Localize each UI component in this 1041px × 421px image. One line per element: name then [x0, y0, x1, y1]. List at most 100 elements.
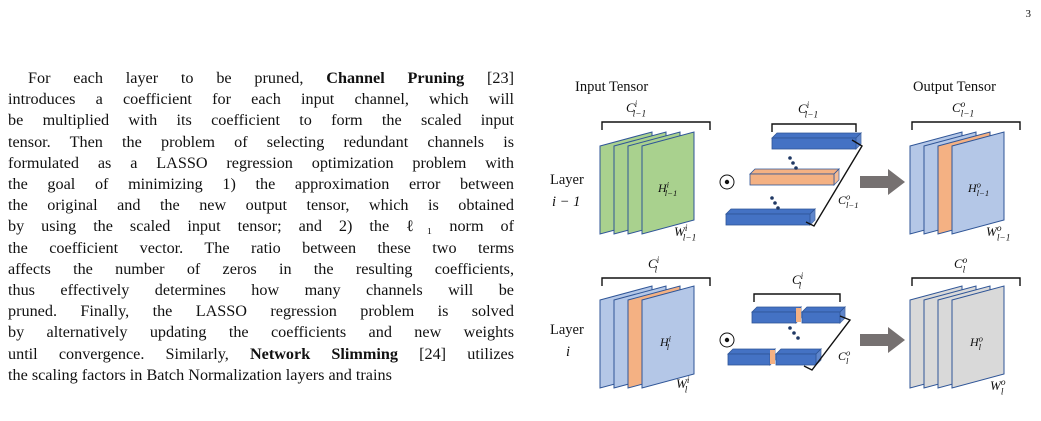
page-number: 3	[1025, 8, 1032, 20]
top-filter-orange	[749, 168, 840, 186]
filter-top-face	[771, 132, 862, 139]
top-layer-label: Layer	[550, 172, 584, 188]
filter-top-face	[775, 348, 822, 355]
text-run: the scaling factors in Batch Normalizati…	[8, 365, 392, 384]
bottom-kernel-brace	[753, 293, 841, 302]
text-run: the original and the new output tensor, …	[8, 196, 514, 215]
top-filter-last	[725, 208, 816, 226]
bottom-input-brace	[601, 277, 711, 286]
paragraph-line: by alternatively updating the coefficien…	[8, 322, 514, 343]
paragraph-line: affects the number of zeros in the resul…	[8, 259, 514, 280]
text-run: by using the scaled input tensor; and 2)…	[8, 217, 514, 236]
bottom-filter-last-b	[775, 348, 822, 366]
bold-term: Network Slimming	[249, 344, 398, 363]
paragraph-line: introduces a coefficient for each input …	[8, 89, 514, 110]
filter-top-face	[725, 208, 816, 215]
paragraph-line: the coefficient vector. The ratio betwee…	[8, 238, 514, 259]
paragraph-line: the scaling factors in Batch Normalizati…	[8, 365, 514, 386]
top-input-stack	[599, 131, 695, 235]
output-tensor-heading: Output Tensor	[913, 79, 996, 95]
paragraph-line: the goal of minimizing 1) the approximat…	[8, 174, 514, 195]
text-run: pruned. Finally, the LASSO regression pr…	[8, 302, 514, 321]
bottom-input-stack	[599, 285, 695, 389]
bottom-filter-last-pruned	[770, 350, 775, 364]
text-run: For each layer to be pruned,	[28, 69, 327, 87]
bottom-filter-first-a	[751, 306, 802, 324]
bottom-conv-symbol-center	[724, 337, 730, 343]
filter-top-face	[751, 306, 802, 313]
top-output-stack	[909, 131, 1005, 235]
feature-map-sheet	[641, 285, 695, 389]
top-layer-index: i − 1	[552, 194, 580, 210]
text-run: be multiplied with its coefficient to fo…	[8, 111, 514, 130]
filter-top-face	[801, 306, 846, 313]
top-input-brace	[601, 121, 711, 130]
ellipsis-dot	[788, 326, 792, 330]
paragraph-line: until convergence. Similarly, Network Sl…	[8, 344, 514, 365]
top-dots-lower	[770, 196, 780, 210]
ellipsis-dot	[791, 161, 795, 165]
bottom-layer-index: i	[566, 344, 570, 360]
ellipsis-dot	[792, 331, 796, 335]
feature-map-sheet	[951, 285, 1005, 389]
bottom-output-brace	[911, 277, 1021, 286]
top-output-arrow	[860, 169, 905, 195]
filter-front-face	[749, 173, 835, 186]
text-run: formulated as a LASSO regression optimiz…	[8, 153, 514, 172]
paragraph-line: be multiplied with its coefficient to fo…	[8, 110, 514, 131]
ellipsis-dot	[773, 201, 777, 205]
bottom-filter-last-a	[727, 348, 776, 366]
top-conv-symbol	[719, 174, 735, 190]
ellipsis-dot	[794, 166, 798, 170]
bottom-output-arrow	[860, 327, 905, 353]
top-conv-symbol-center	[724, 179, 730, 185]
filter-top-face	[727, 348, 776, 355]
filter-front-face	[771, 137, 857, 150]
paragraph-line: For each layer to be pruned, Channel Pru…	[8, 68, 514, 89]
filter-front-face	[727, 353, 771, 366]
text-run: thus effectively determines how many cha…	[8, 281, 514, 300]
text-run: [23]	[464, 69, 515, 87]
top-output-brace	[911, 121, 1021, 130]
text-run: affects the number of zeros in the resul…	[8, 259, 514, 278]
bottom-filter-first-b	[801, 306, 846, 324]
paragraph-line: tensor. Then the problem of selecting re…	[8, 132, 514, 153]
text-run: tensor. Then the problem of selecting re…	[8, 132, 514, 151]
text-run: until convergence. Similarly,	[8, 344, 250, 363]
text-run: [24] utilizes	[397, 344, 514, 363]
ellipsis-dot	[776, 206, 780, 210]
filter-top-face	[749, 168, 840, 175]
top-kernel-brace	[771, 123, 857, 132]
bottom-dots	[788, 326, 800, 340]
bottom-filter-first-pruned	[796, 308, 801, 322]
ellipsis-dot	[788, 156, 792, 160]
paragraph-line: by using the scaled input tensor; and 2)…	[8, 216, 514, 237]
paragraph-line: formulated as a LASSO regression optimiz…	[8, 153, 514, 174]
text-run: the goal of minimizing 1) the approximat…	[8, 175, 514, 194]
input-tensor-heading: Input Tensor	[575, 79, 648, 95]
text-run: by alternatively updating the coefficien…	[8, 323, 514, 342]
top-filter-first	[771, 132, 862, 150]
bottom-conv-symbol	[719, 332, 735, 348]
bottom-layer-label: Layer	[550, 322, 584, 338]
ellipsis-dot	[796, 336, 800, 340]
top-dots-upper	[788, 156, 798, 170]
body-paragraph: For each layer to be pruned, Channel Pru…	[8, 68, 514, 386]
feature-map-sheet	[951, 131, 1005, 235]
